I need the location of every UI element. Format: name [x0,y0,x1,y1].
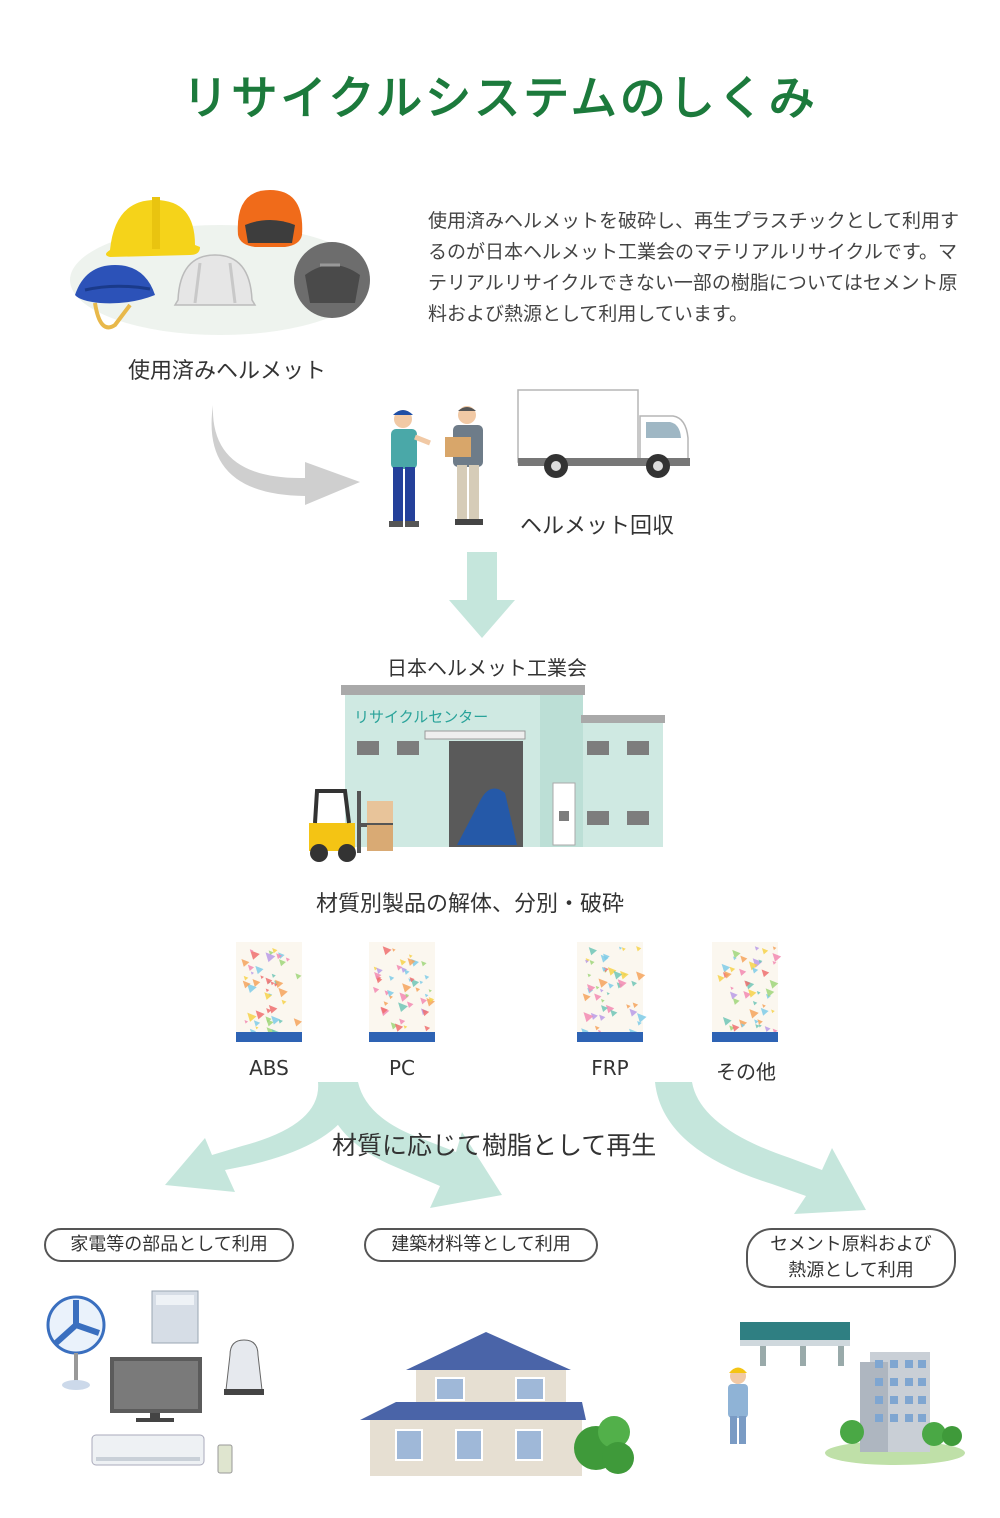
crushed-material-bin-frp [577,942,647,1042]
curved-arrow-gray [211,405,360,505]
appliances-illustration [46,1290,264,1474]
material-label-abs: ABS [249,1056,289,1080]
use-cement-text-line1: セメント原料および [770,1234,932,1255]
crushed-material-bin-other [712,942,782,1042]
recycle-center-building [309,685,665,862]
use-pill-building: 建築材料等として利用 [364,1228,598,1262]
house-illustration [360,1332,634,1476]
collection-workers-illustration [389,406,483,527]
material-label-other: その他 [716,1060,776,1084]
collection-label: ヘルメット回収 [520,514,675,539]
page-title: リサイクルシステムのしくみ [182,71,818,125]
disassembly-label: 材質別製品の解体、分別・破砕 [316,892,625,917]
material-label-frp: FRP [591,1056,629,1080]
delivery-truck-illustration [517,389,690,478]
use-pill-appliance: 家電等の部品として利用 [44,1228,294,1262]
recycle-center-sign: リサイクルセンター [354,708,489,726]
use-cement-text-line2: 熱源として利用 [788,1260,914,1281]
material-label-pc: PC [388,1056,416,1080]
down-arrow-mint [449,552,515,638]
regenerate-label: 材質に応じて樹脂として再生 [332,1131,657,1160]
use-pill-cement: セメント原料および 熱源として利用 [746,1228,956,1288]
crushed-material-bin-abs [236,942,302,1042]
association-label: 日本ヘルメット工業会 [387,656,587,680]
used-helmets-illustration [70,190,370,335]
crushed-material-bin-pc [369,942,435,1042]
description-text: 使用済みヘルメットを破砕し、再生プラスチックとして利用するのが日本ヘルメット工業… [428,210,960,325]
use-appliance-text: 家電等の部品として利用 [70,1234,268,1255]
infrastructure-illustration [728,1322,965,1465]
used-helmets-label: 使用済みヘルメット [128,359,327,384]
use-building-text: 建築材料等として利用 [391,1234,571,1255]
